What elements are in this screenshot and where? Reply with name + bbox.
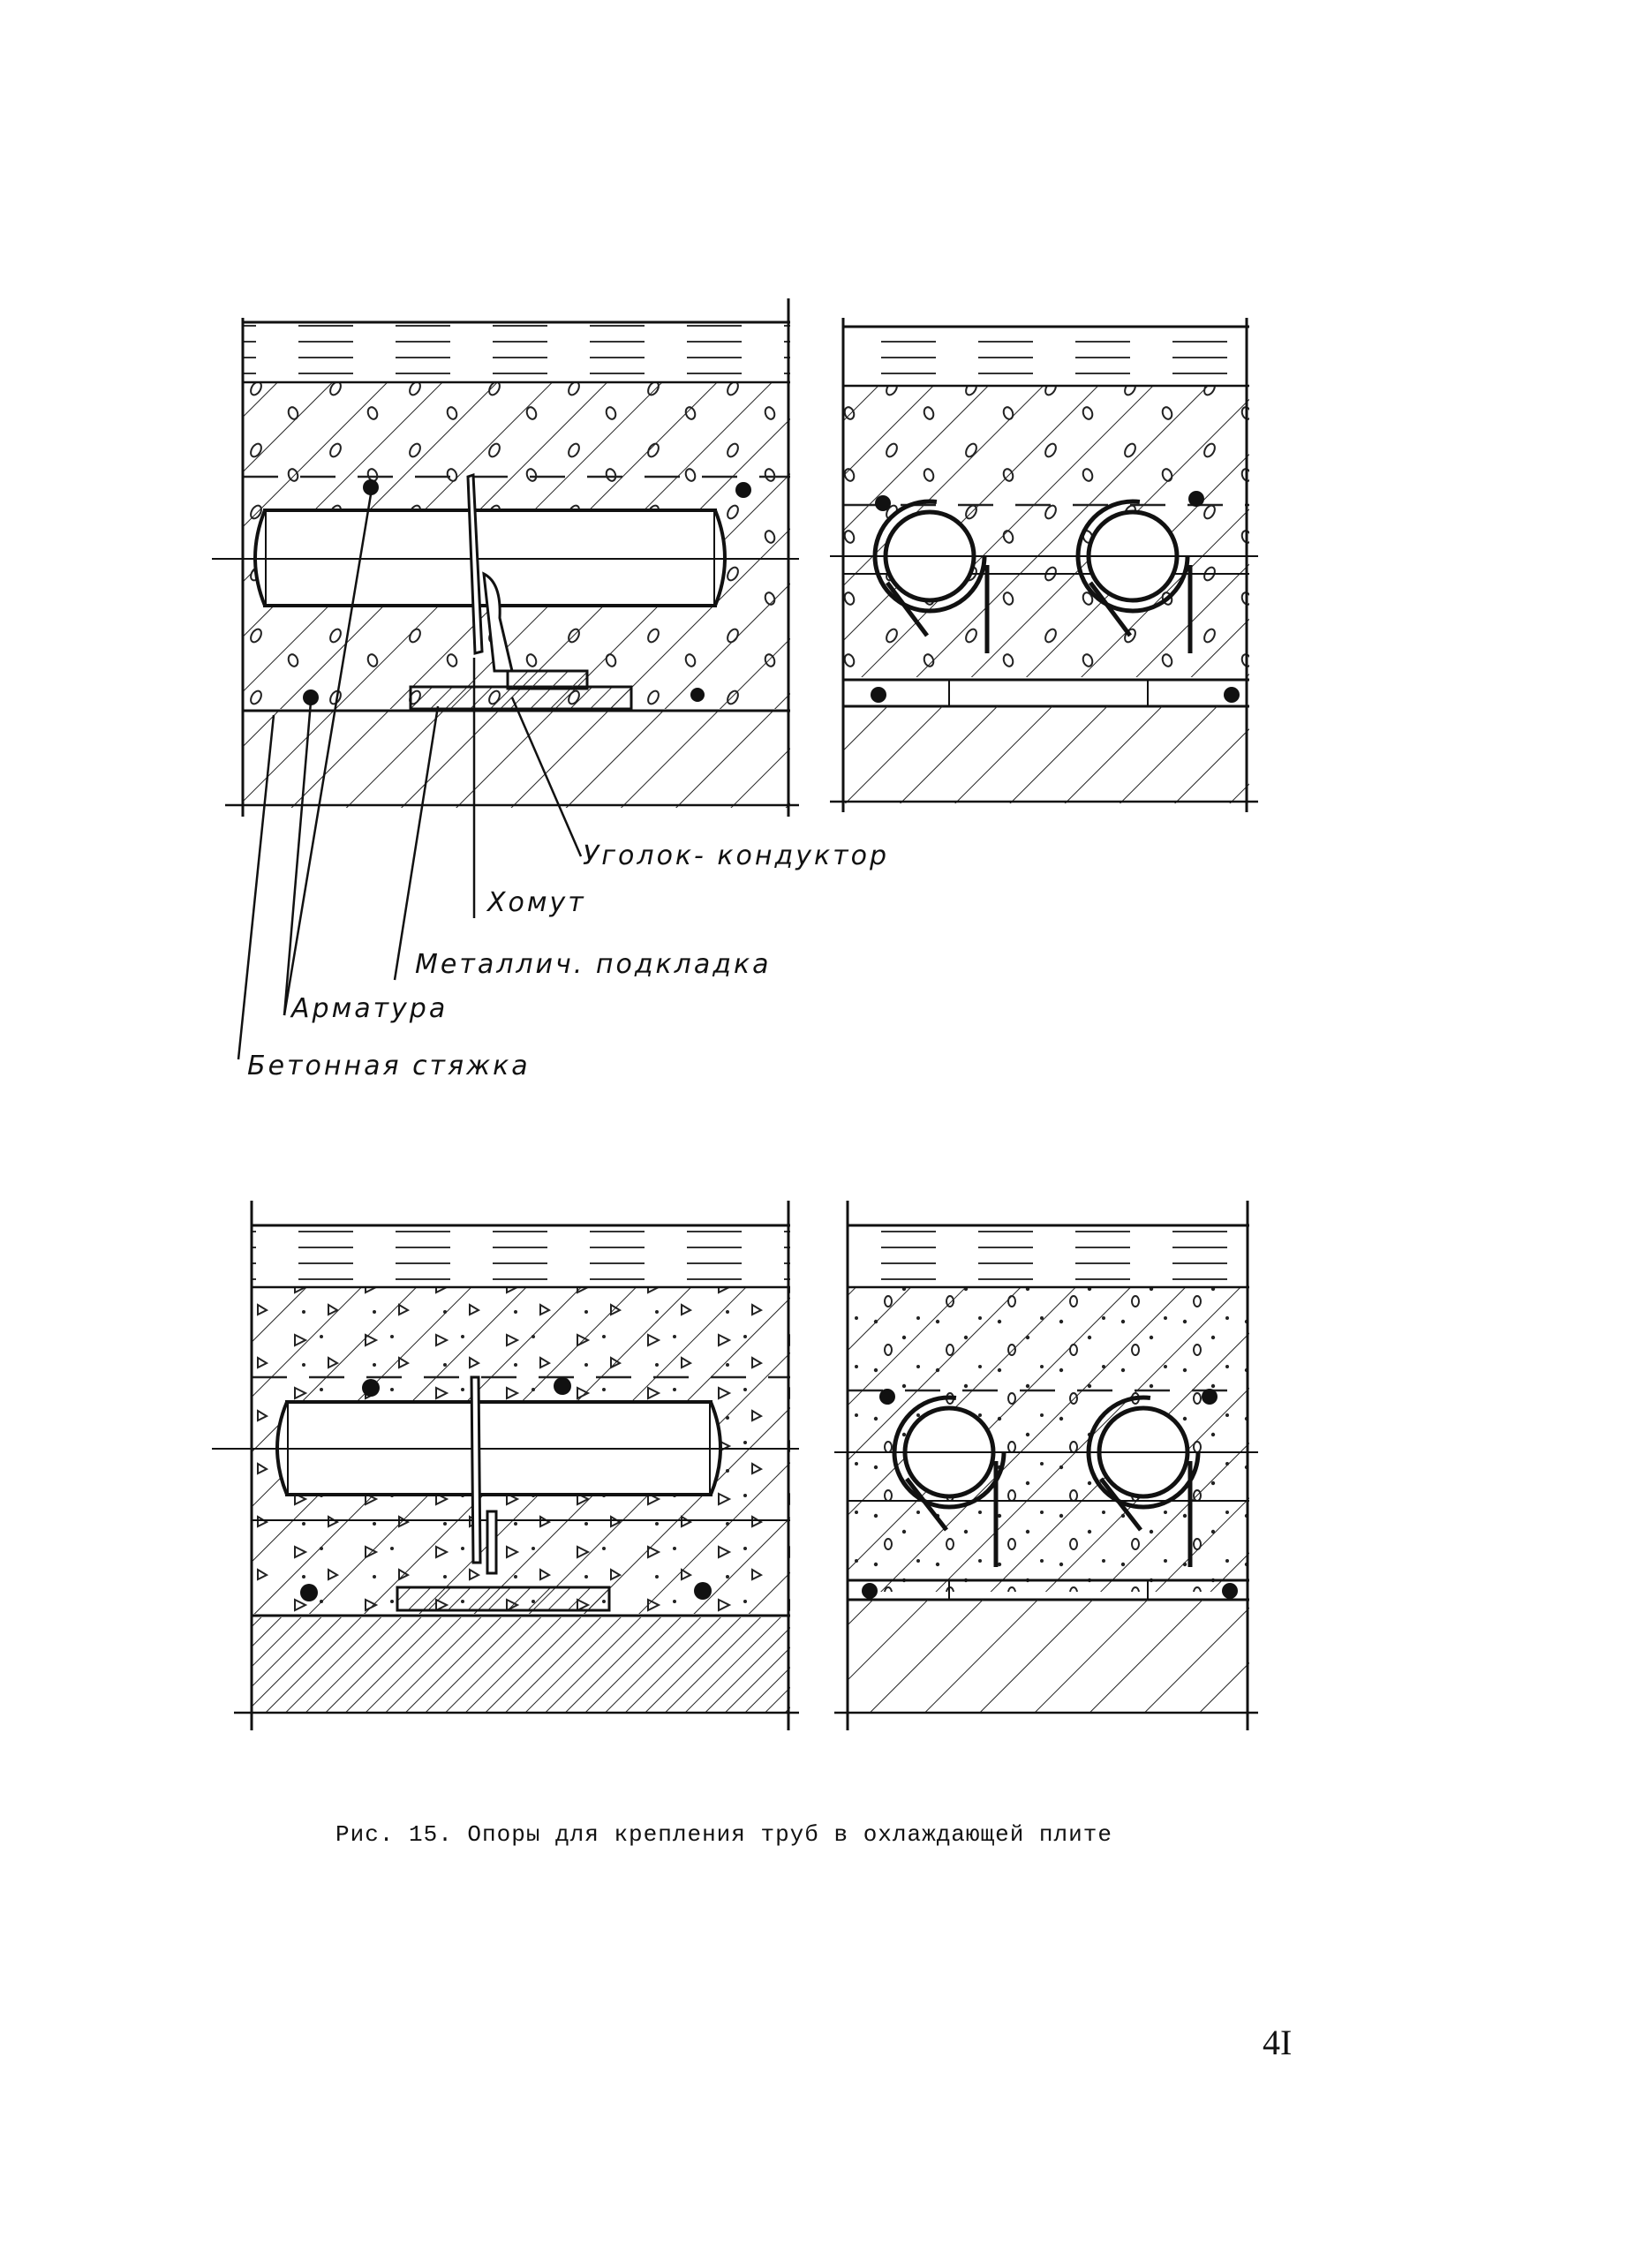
- figure-caption: Рис. 15. Опоры для крепления труб в охла…: [335, 1821, 1112, 1848]
- panel-top-right: [830, 318, 1258, 812]
- label-corner-guide: Уголок- кондуктор: [583, 840, 889, 871]
- page-number: 4I: [1263, 2023, 1293, 2062]
- leader-lines: [237, 494, 583, 1060]
- label-clamp: Хомут: [487, 887, 586, 918]
- label-reinforcement: Арматура: [291, 993, 449, 1024]
- label-metal-pad: Металлич. подкладка: [415, 949, 772, 980]
- panel-top-left: [212, 298, 799, 817]
- panel-bottom-right: [834, 1201, 1258, 1730]
- panel-bottom-left: [212, 1201, 799, 1730]
- label-concrete-screed: Бетонная стяжка: [247, 1051, 531, 1081]
